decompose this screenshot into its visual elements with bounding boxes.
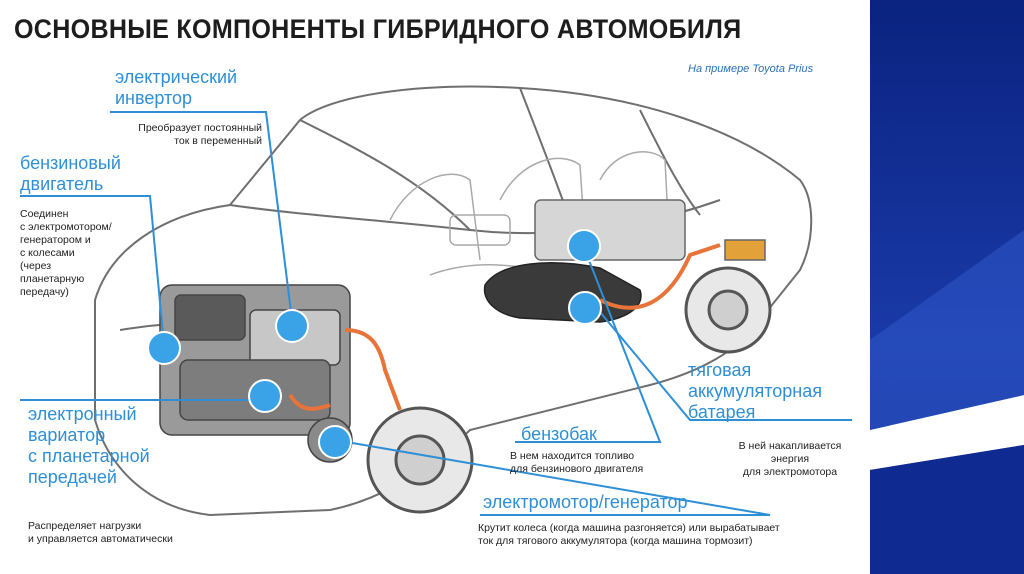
label-line: электрический — [115, 67, 238, 87]
label-inverter: электрический инвертор — [115, 67, 237, 109]
desc-line: для бензинового двигателя — [510, 463, 644, 475]
label-transmission: электронный вариатор с планетарной перед… — [28, 404, 150, 488]
label-fuel-tank: бензобак — [521, 424, 597, 445]
desc-transmission: Распределяет нагрузки и управляется авто… — [28, 520, 173, 546]
diagram-title: ОСНОВНЫЕ КОМПОНЕНТЫ ГИБРИДНОГО АВТОМОБИЛ… — [14, 14, 742, 44]
label-engine: бензиновый двигатель — [20, 153, 121, 195]
desc-line: для электромотора — [742, 466, 838, 478]
desc-line: Крутит колеса (когда машина разгоняется)… — [478, 522, 780, 534]
desc-line: энергия — [770, 453, 810, 465]
label-line: электромотор/генератор — [483, 492, 688, 512]
desc-line: с колесами — [20, 247, 75, 259]
desc-engine: Соединен с электромотором/ генератором и… — [20, 208, 112, 299]
desc-motor-generator: Крутит колеса (когда машина разгоняется)… — [478, 522, 780, 548]
front-wheel — [366, 406, 474, 514]
desc-line: ток для тягового аккумулятора (когда маш… — [478, 535, 753, 547]
desc-line: Соединен — [20, 208, 69, 220]
label-battery: тяговая аккумуляторная батарея — [688, 360, 822, 423]
label-line: аккумуляторная — [688, 381, 822, 401]
marker-engine — [147, 331, 181, 365]
desc-line: генератором и — [20, 234, 91, 246]
desc-line: с электромотором/ — [20, 221, 112, 233]
fuel-tank — [483, 262, 642, 323]
desc-line: В ней накапливается — [738, 440, 842, 452]
desc-battery: В ней накапливается энергия для электром… — [720, 440, 860, 479]
label-line: вариатор — [28, 425, 106, 445]
desc-line: Преобразует постоянный — [138, 122, 262, 134]
desc-line: и управляется автоматически — [28, 533, 173, 545]
label-line: бензобак — [521, 424, 597, 444]
car-illustration — [20, 85, 852, 517]
label-line: батарея — [688, 402, 756, 422]
desc-line: ток в переменный — [174, 135, 262, 147]
car-interior — [389, 151, 669, 279]
label-line: инвертор — [115, 88, 193, 108]
diagram-subtitle: На примере Toyota Prius — [688, 63, 814, 75]
label-line: двигатель — [20, 174, 104, 194]
marker-transmission — [248, 379, 282, 413]
side-panel-graphic — [870, 0, 1024, 574]
rear-wheel — [684, 266, 772, 354]
desc-inverter: Преобразует постоянный ток в переменный — [112, 122, 262, 148]
decorative-side-panel — [870, 0, 1024, 574]
label-line: электронный — [28, 404, 137, 424]
desc-line: (через — [20, 260, 52, 272]
desc-line: Распределяет нагрузки — [28, 520, 142, 532]
marker-inverter — [275, 309, 309, 343]
marker-battery — [567, 229, 601, 263]
marker-motor-generator — [318, 425, 352, 459]
desc-line: планетарную — [20, 273, 85, 285]
marker-fuel-tank — [568, 291, 602, 325]
component-markers — [147, 229, 602, 459]
label-line: бензиновый — [20, 153, 121, 173]
diagram-area: ОСНОВНЫЕ КОМПОНЕНТЫ ГИБРИДНОГО АВТОМОБИЛ… — [14, 14, 860, 548]
label-motor-generator: электромотор/генератор — [483, 492, 688, 513]
power-cables — [288, 243, 721, 411]
label-line: с планетарной — [28, 446, 150, 466]
desc-line: В нем находится топливо — [510, 450, 635, 462]
desc-fuel-tank: В нем находится топливо для бензинового … — [510, 450, 643, 476]
desc-line: передачу) — [20, 286, 69, 298]
label-line: тяговая — [688, 360, 752, 380]
label-line: передачей — [28, 467, 117, 487]
